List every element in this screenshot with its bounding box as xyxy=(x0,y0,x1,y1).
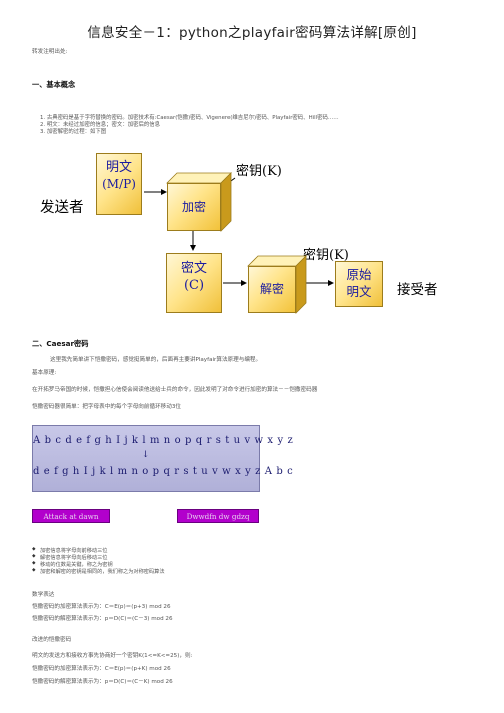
concept-item-3: 3. 加密解密的过程：如下图 xyxy=(40,129,107,135)
bullet-item: 加密和解密的密钥是相同的，我们称之为对称密码算法 xyxy=(32,568,165,575)
sender-label: 发送者 xyxy=(40,200,84,216)
repost-note: 转发注明出处: xyxy=(32,49,68,55)
plaintext-box: 明文 (M/P) xyxy=(96,153,142,215)
section2-heading: 二、Caesar密码 xyxy=(32,339,89,348)
improved-dec-formula: 恺撒密码的解密算法表示为：p＝D(C)＝(C－K) mod 26 xyxy=(32,679,173,685)
section2-intro: 这里我先简单讲下恺撒密码，感觉挺简单的，后面再主要讲Playfair算法原理与编… xyxy=(50,357,262,363)
alphabet-cipher: d e f g h I j k l m n o p q r s t u v w … xyxy=(33,466,294,477)
decrypt-cube: 解密 xyxy=(247,255,307,314)
enc-formula: 恺撒密码的加密算法表示为：C＝E(p)＝(p+3) mod 26 xyxy=(32,604,171,610)
math-label: 数学表达 xyxy=(32,592,55,598)
key1-label: 密钥(K) xyxy=(236,164,282,179)
encrypt-cube-shape xyxy=(166,172,232,232)
original-plaintext-box: 原始 明文 xyxy=(335,261,383,307)
improved-enc-formula: 恺撒密码的加密算法表示为：C＝E(p)＝(p+K) mod 26 xyxy=(32,666,171,672)
ciphertext-box: 密文 (C) xyxy=(166,253,222,313)
history-text: 在开拓罗马帝国的时候，恺撒担心信使会阅读他送给士兵的命令，因此发明了对命令进行加… xyxy=(32,387,318,393)
key2-pointer xyxy=(297,255,307,263)
ciphertext-abbrev: (C) xyxy=(183,278,205,293)
encrypt-cube: 加密 xyxy=(166,172,232,232)
page-title: 信息安全－1：python之playfair密码算法详解[原创] xyxy=(87,25,417,41)
example-ciphertext: Dwwdfn dw gdzq xyxy=(177,509,259,523)
decrypt-label: 解密 xyxy=(259,282,284,297)
bullet-item: 解密信息将字母向后移动三位 xyxy=(32,554,107,561)
plaintext-label: 明文 xyxy=(105,160,132,175)
decrypt-cube-shape xyxy=(247,255,307,314)
dec-formula: 恺撒密码的解密算法表示为：p＝D(C)＝(C－3) mod 26 xyxy=(32,616,173,622)
principle-text: 恺撒密码器很简单：把字母表中的每个字母向前循环移动3位 xyxy=(32,404,181,410)
receiver-label: 接受者 xyxy=(397,282,438,298)
basic-principle-label: 基本原理: xyxy=(32,370,57,376)
ciphertext-label: 密文 xyxy=(180,261,207,276)
alphabet-plain: A b c d e f g h I j k l m n o p q r s t … xyxy=(33,435,294,446)
alphabet-shift-box: A b c d e f g h I j k l m n o p q r s t … xyxy=(32,425,294,492)
bullet-item: 移动的位数是关键，称之为密钥 xyxy=(32,561,113,568)
original-label-1: 原始 xyxy=(346,267,372,282)
encrypt-label: 加密 xyxy=(181,199,206,214)
key2-label: 密钥(K) xyxy=(303,248,349,263)
bullet-item: 加密信息将字母向前移动三位 xyxy=(32,547,107,554)
concept-item-1: 1. 古典密码是基于字符替换的密码。加密技术有:Caesar(恺撒)密码、Vig… xyxy=(40,115,339,121)
key1-pointer xyxy=(223,177,236,187)
improved-label: 改进的恺撒密码 xyxy=(32,637,72,643)
shift-arrow: ↓ xyxy=(141,450,151,460)
section1-heading: 一、基本概念 xyxy=(32,80,76,89)
original-label-2: 明文 xyxy=(346,284,372,299)
concept-item-2: 2. 明文：未经过加密的信息；密文：加密后的信息 xyxy=(40,122,161,128)
improved-desc: 明文的发送方和接收方事先协商好一个密钥K(1<=K<=25)，则: xyxy=(32,653,193,659)
plaintext-abbrev: (M/P) xyxy=(102,177,136,191)
example-plaintext: Attack at dawn xyxy=(32,509,110,523)
